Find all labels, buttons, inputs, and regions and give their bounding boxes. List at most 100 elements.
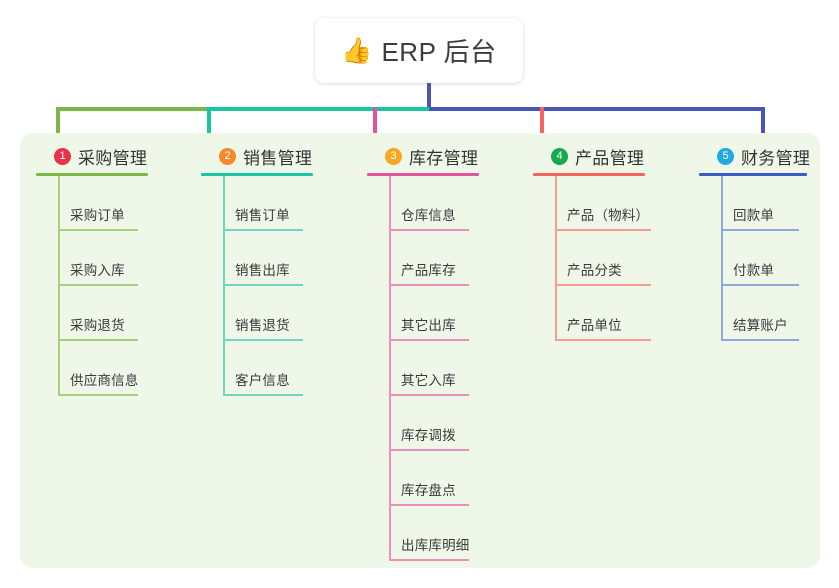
leaf-node[interactable]: 其它入库 xyxy=(367,341,517,396)
leaf-label: 库存盘点 xyxy=(401,483,456,498)
branch-title-4: 产品管理 xyxy=(575,148,645,168)
leaf-node[interactable]: 销售退货 xyxy=(201,286,351,341)
leaf-rule xyxy=(223,229,303,231)
leaf-rule xyxy=(389,394,469,396)
bus-segment-3 xyxy=(429,107,763,111)
leaf-rule xyxy=(389,504,469,506)
leaf-label: 仓库信息 xyxy=(401,208,456,223)
bus-drop-5 xyxy=(761,107,765,137)
leaf-rule xyxy=(389,559,469,561)
branch-4: 4 产品管理产品（物料） 产品分类产品单位 xyxy=(533,143,683,341)
leaf-rule xyxy=(389,229,469,231)
leaf-node[interactable]: 库存盘点 xyxy=(367,451,517,506)
leaf-rule xyxy=(58,339,138,341)
branch-badge-4: 4 xyxy=(551,147,568,165)
branch-rule-4 xyxy=(533,173,645,176)
leaf-node[interactable]: 销售出库 xyxy=(201,231,351,286)
branch-trunk-5 xyxy=(721,176,723,341)
leaf-label: 采购退货 xyxy=(70,318,125,333)
leaf-label: 其它入库 xyxy=(401,373,456,388)
leaf-rule xyxy=(389,449,469,451)
branch-badge-5: 5 xyxy=(717,147,734,165)
leaf-node[interactable]: 销售订单 xyxy=(201,176,351,231)
root-title: ERP 后台 xyxy=(381,37,497,67)
root-node[interactable]: 👍 ERP 后台 xyxy=(315,18,523,83)
leaf-rule xyxy=(223,284,303,286)
leaf-rule xyxy=(721,284,799,286)
leaf-label: 采购入库 xyxy=(70,263,125,278)
leaf-node[interactable]: 库存调拨 xyxy=(367,396,517,451)
leaf-list-5: 回款单付款单结算账户 xyxy=(699,176,839,341)
leaf-rule xyxy=(389,284,469,286)
leaf-node[interactable]: 出库库明细 xyxy=(367,506,517,561)
leaf-label: 采购订单 xyxy=(70,208,125,223)
leaf-label: 产品分类 xyxy=(567,263,622,278)
leaf-label: 产品单位 xyxy=(567,318,622,333)
leaf-list-1: 采购订单采购入库采购退货供应商信息 xyxy=(36,176,186,396)
thumbs-up-icon: 👍 xyxy=(341,37,373,65)
leaf-node[interactable]: 仓库信息 xyxy=(367,176,517,231)
leaf-rule xyxy=(721,339,799,341)
leaf-list-3: 仓库信息产品库存其它出库其它入库库存调拨库存盘点出库库明细 xyxy=(367,176,517,561)
leaf-node[interactable]: 采购订单 xyxy=(36,176,186,231)
leaf-rule xyxy=(58,284,138,286)
leaf-node[interactable]: 采购退货 xyxy=(36,286,186,341)
leaf-node[interactable]: 付款单 xyxy=(699,231,839,286)
leaf-node[interactable]: 回款单 xyxy=(699,176,839,231)
branch-title-2: 销售管理 xyxy=(243,148,313,168)
leaf-label: 其它出库 xyxy=(401,318,456,333)
branch-header-5[interactable]: 5 财务管理 xyxy=(699,143,839,169)
leaf-label: 出库库明细 xyxy=(401,538,470,553)
leaf-label: 付款单 xyxy=(733,263,775,278)
branch-title-3: 库存管理 xyxy=(409,148,479,168)
bus-segment-2 xyxy=(206,107,429,111)
bus-drop-4 xyxy=(540,107,544,137)
leaf-list-2: 销售订单销售出库销售退货客户信息 xyxy=(201,176,351,396)
branch-trunk-3 xyxy=(389,176,391,561)
branch-trunk-2 xyxy=(223,176,225,396)
branch-title-5: 财务管理 xyxy=(741,148,811,168)
leaf-label: 产品库存 xyxy=(401,263,456,278)
leaf-node[interactable]: 结算账户 xyxy=(699,286,839,341)
leaf-label: 回款单 xyxy=(733,208,775,223)
leaf-node[interactable]: 产品（物料） xyxy=(533,176,683,231)
branch-3: 3 库存管理仓库信息产品库存其它出库其它入库库存调拨库存盘点出库库明细 xyxy=(367,143,517,561)
leaf-node[interactable]: 其它出库 xyxy=(367,286,517,341)
leaf-list-4: 产品（物料） 产品分类产品单位 xyxy=(533,176,683,341)
leaf-rule xyxy=(223,394,303,396)
branch-trunk-4 xyxy=(555,176,557,341)
branch-rule-1 xyxy=(36,173,148,176)
branch-trunk-1 xyxy=(58,176,60,396)
leaf-node[interactable]: 供应商信息 xyxy=(36,341,186,396)
branch-rule-2 xyxy=(201,173,313,176)
leaf-rule xyxy=(721,229,799,231)
leaf-rule xyxy=(58,394,138,396)
leaf-rule xyxy=(223,339,303,341)
bus-drop-2 xyxy=(207,107,211,137)
branch-header-4[interactable]: 4 产品管理 xyxy=(533,143,683,169)
leaf-label: 客户信息 xyxy=(235,373,290,388)
leaf-label: 结算账户 xyxy=(733,318,788,333)
leaf-rule xyxy=(555,229,651,231)
leaf-node[interactable]: 采购入库 xyxy=(36,231,186,286)
branch-header-3[interactable]: 3 库存管理 xyxy=(367,143,517,169)
leaf-label: 库存调拨 xyxy=(401,428,456,443)
leaf-node[interactable]: 产品单位 xyxy=(533,286,683,341)
leaf-node[interactable]: 产品分类 xyxy=(533,231,683,286)
bus-drop-3 xyxy=(373,107,377,137)
leaf-node[interactable]: 客户信息 xyxy=(201,341,351,396)
leaf-rule xyxy=(555,284,651,286)
branch-badge-3: 3 xyxy=(385,147,402,165)
leaf-label: 产品（物料） xyxy=(567,208,650,223)
leaf-label: 供应商信息 xyxy=(70,373,139,388)
leaf-label: 销售出库 xyxy=(235,263,290,278)
leaf-label: 销售退货 xyxy=(235,318,290,333)
leaf-node[interactable]: 产品库存 xyxy=(367,231,517,286)
diagram-canvas xyxy=(20,133,820,568)
branch-rule-5 xyxy=(699,173,807,176)
leaf-rule xyxy=(58,229,138,231)
